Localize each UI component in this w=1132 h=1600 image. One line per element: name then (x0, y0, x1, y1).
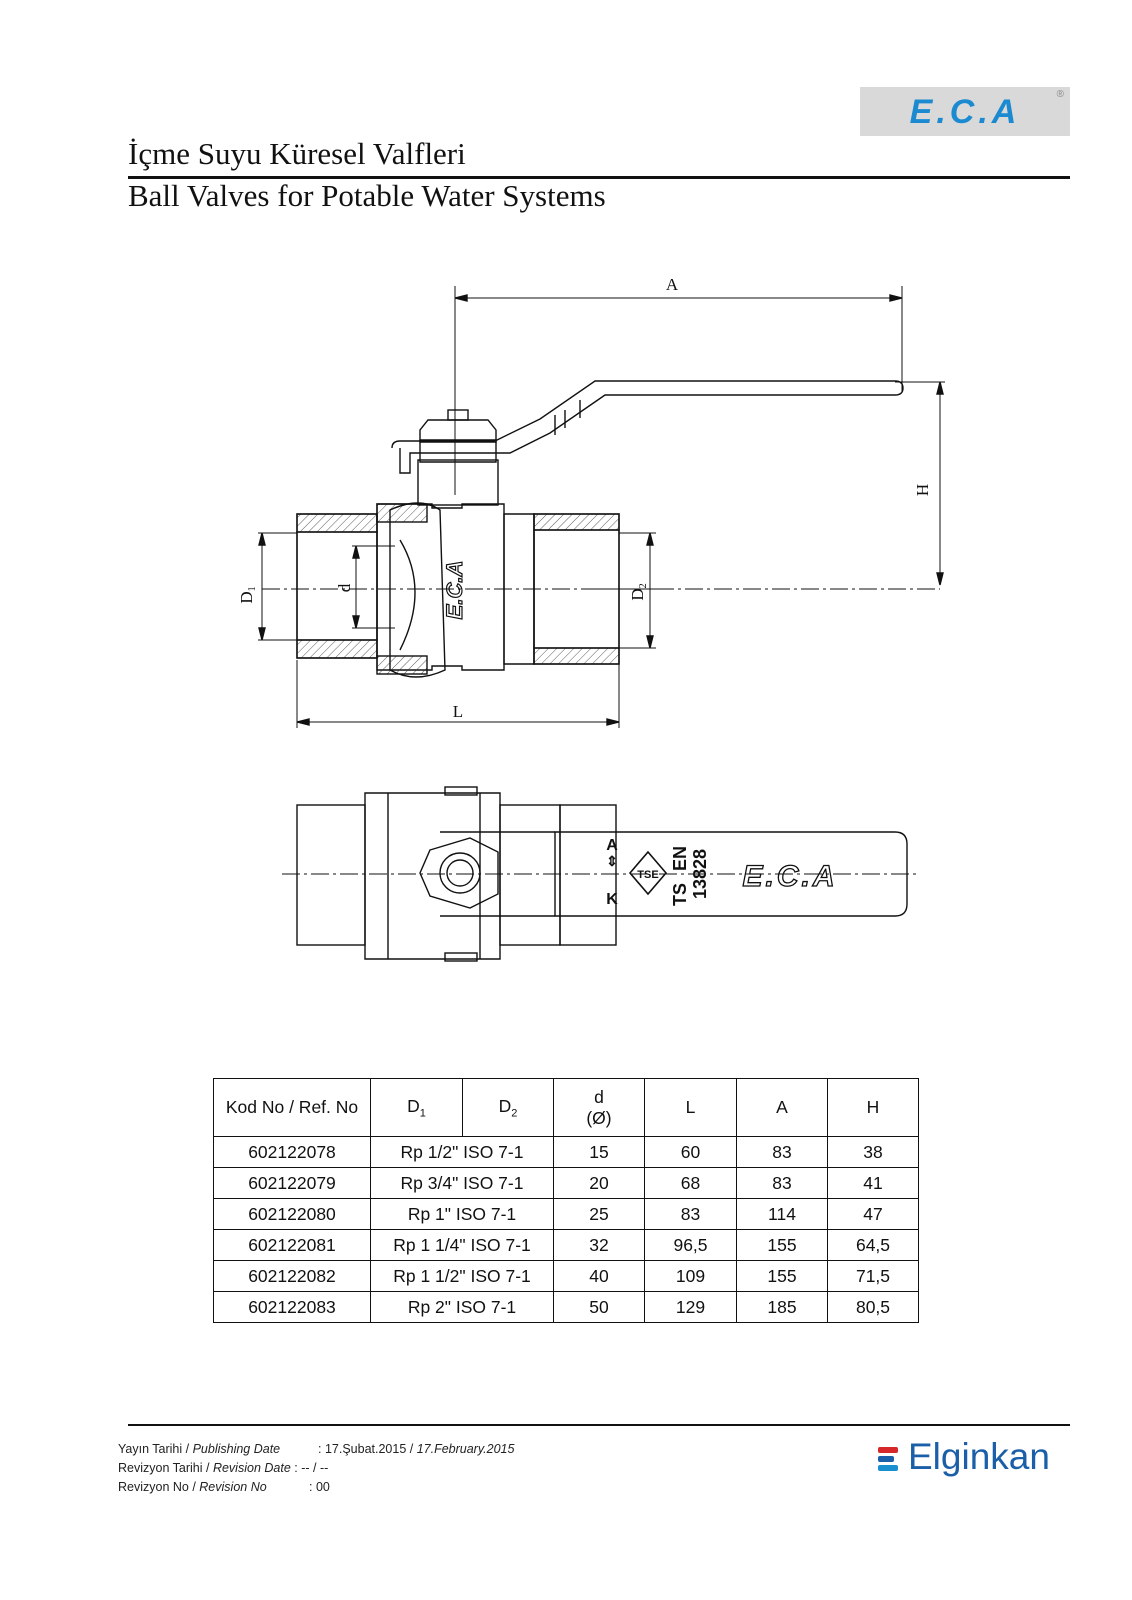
cell-l: 68 (644, 1167, 737, 1199)
cell-a: 83 (736, 1136, 828, 1168)
dimension-d2 (619, 532, 656, 649)
header-a: A (736, 1078, 828, 1137)
handle-mark-k: K (606, 891, 618, 908)
cell-code: 602122081 (213, 1229, 371, 1261)
table-row: 602122082 Rp 1 1/2" ISO 7-1 40 109 155 7… (213, 1260, 919, 1292)
handle-standard-number: 13828 (690, 849, 710, 899)
valve-technical-drawing: A H L D1 d D2 E.C.A A ⇕ K TSE TSEN 13828… (237, 275, 945, 962)
cell-thread: Rp 3/4" ISO 7-1 (370, 1167, 554, 1199)
table-row: 602122080 Rp 1" ISO 7-1 25 83 114 47 (213, 1198, 919, 1230)
cell-h: 41 (827, 1167, 919, 1199)
cell-a: 155 (736, 1260, 828, 1292)
cell-code: 602122079 (213, 1167, 371, 1199)
footer-divider (128, 1424, 1070, 1426)
cell-h: 38 (827, 1136, 919, 1168)
cell-a: 185 (736, 1291, 828, 1323)
cell-l: 83 (644, 1198, 737, 1230)
header-l: L (644, 1078, 737, 1137)
elginkan-mark-icon (878, 1444, 900, 1474)
header-d: d(Ø) (553, 1078, 645, 1137)
dimension-d1 (258, 532, 297, 641)
elginkan-logo: Elginkan (878, 1436, 1050, 1478)
header-code: Kod No / Ref. No (213, 1078, 371, 1137)
cell-thread: Rp 1/2" ISO 7-1 (370, 1136, 554, 1168)
table-header-row: Kod No / Ref. No D1 D2 d(Ø) L A H (213, 1078, 919, 1137)
cell-l: 60 (644, 1136, 737, 1168)
cell-h: 71,5 (827, 1260, 919, 1292)
cell-h: 47 (827, 1198, 919, 1230)
page-title-english: Ball Valves for Potable Water Systems (128, 178, 606, 213)
cell-code: 602122080 (213, 1198, 371, 1230)
cell-thread: Rp 1 1/4" ISO 7-1 (370, 1229, 554, 1261)
cell-a: 114 (736, 1198, 828, 1230)
table-row: 602122081 Rp 1 1/4" ISO 7-1 32 96,5 155 … (213, 1229, 919, 1261)
publishing-date-row: Yayın Tarihi / Publishing Date: 17.Şubat… (118, 1442, 515, 1456)
tse-diamond: TSE (628, 850, 668, 896)
registered-mark: ® (1056, 89, 1064, 100)
header-h: H (827, 1078, 919, 1137)
cell-d: 32 (553, 1229, 645, 1261)
handle-en-ts: TSEN (670, 846, 690, 906)
valve-top-view (282, 786, 918, 962)
label-h: H (913, 484, 932, 496)
valve-side-view (296, 380, 904, 678)
dimension-h (895, 381, 945, 586)
header-d1: D1 (370, 1078, 463, 1137)
tse-label: TSE (637, 869, 658, 881)
label-d1: D1 (237, 586, 258, 603)
dimension-small-d (352, 545, 395, 629)
cell-a: 155 (736, 1229, 828, 1261)
cell-d: 15 (553, 1136, 645, 1168)
dimension-l (296, 660, 620, 728)
cell-a: 83 (736, 1167, 828, 1199)
cell-h: 64,5 (827, 1229, 919, 1261)
cell-thread: Rp 1 1/2" ISO 7-1 (370, 1260, 554, 1292)
cell-l: 96,5 (644, 1229, 737, 1261)
cell-h: 80,5 (827, 1291, 919, 1323)
cell-d: 20 (553, 1167, 645, 1199)
table-row: 602122079 Rp 3/4" ISO 7-1 20 68 83 41 (213, 1167, 919, 1199)
handle-arrow: ⇕ (606, 853, 618, 869)
title-divider (128, 176, 1070, 179)
cell-thread: Rp 2" ISO 7-1 (370, 1291, 554, 1323)
table-row: 602122078 Rp 1/2" ISO 7-1 15 60 83 38 (213, 1136, 919, 1168)
cell-d: 50 (553, 1291, 645, 1323)
label-d: d (335, 583, 354, 592)
brand-name: Elginkan (908, 1436, 1050, 1477)
header-d2: D2 (462, 1078, 554, 1137)
label-a: A (666, 275, 679, 294)
cell-thread: Rp 1" ISO 7-1 (370, 1198, 554, 1230)
cell-d: 25 (553, 1198, 645, 1230)
dimension-table: Kod No / Ref. No D1 D2 d(Ø) L A H 602122… (213, 1078, 919, 1323)
handle-eca-logo: E.C.A (742, 860, 837, 893)
cell-l: 129 (644, 1291, 737, 1323)
table-row: 602122083 Rp 2" ISO 7-1 50 129 185 80,5 (213, 1291, 919, 1323)
cell-l: 109 (644, 1260, 737, 1292)
cell-code: 602122083 (213, 1291, 371, 1323)
cell-d: 40 (553, 1260, 645, 1292)
label-l: L (453, 702, 463, 721)
handle-mark-a: A (606, 837, 618, 854)
label-d2: D2 (628, 583, 649, 600)
eca-logo: E.C.A ® (860, 87, 1070, 136)
logo-text: E.C.A (909, 93, 1021, 131)
cell-code: 602122078 (213, 1136, 371, 1168)
cell-code: 602122082 (213, 1260, 371, 1292)
revision-date-row: Revizyon Tarihi / Revision Date : -- / -… (118, 1461, 329, 1475)
page-title-turkish: İçme Suyu Küresel Valfleri (128, 136, 466, 171)
body-eca-mark: E.C.A (442, 561, 467, 620)
footer-info: Yayın Tarihi / Publishing Date: 17.Şubat… (118, 1440, 514, 1497)
dimension-a (454, 286, 903, 495)
revision-no-row: Revizyon No / Revision No: 00 (118, 1480, 330, 1494)
